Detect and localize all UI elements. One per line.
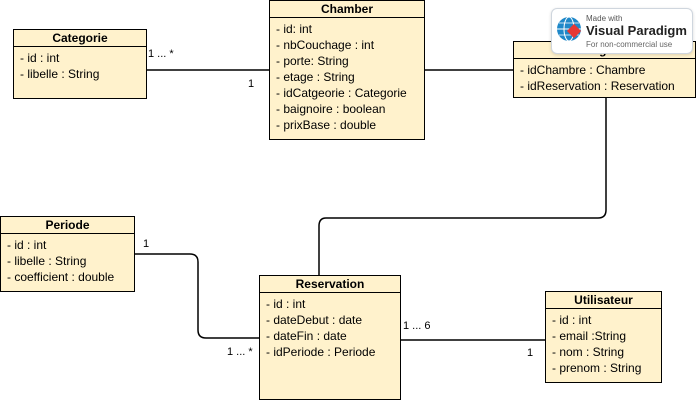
attribute: - prixBase : double — [276, 118, 377, 132]
attribute: - id: int — [276, 22, 313, 36]
attribute: - id : int — [20, 51, 60, 65]
class-reservation[interactable]: Reservation - id : int - dateDebut : dat… — [259, 275, 401, 400]
edge-periode-reservation — [134, 253, 260, 339]
globe-icon — [557, 16, 582, 42]
attribute: - id : int — [266, 297, 306, 311]
multiplicity-label: 1 ... 6 — [403, 320, 431, 332]
attribute: - idCatgeorie : Categorie — [276, 86, 407, 100]
attribute: - nbCouchage : int — [276, 38, 375, 52]
class-categorie[interactable]: Categorie - id : int - libelle : String — [13, 29, 147, 99]
attribute: - id : int — [7, 238, 47, 252]
edge-ligne-reservation — [318, 97, 607, 341]
attribute: - idPeriode : Periode — [266, 345, 376, 359]
attribute: - libelle : String — [20, 67, 100, 81]
class-title: Utilisateur — [546, 292, 661, 309]
attribute: - email :String — [552, 329, 627, 343]
attribute: - coefficient : double — [7, 270, 115, 284]
attribute: - etage : String — [276, 70, 355, 84]
attribute: - nom : String — [552, 345, 625, 359]
class-title: Reservation — [260, 276, 400, 293]
edge-categorie-chamber — [145, 62, 270, 71]
attribute: - id : int — [552, 313, 592, 327]
class-chamber[interactable]: Chamber - id: int - nbCouchage : int - p… — [269, 0, 425, 140]
multiplicity-label: 1 — [248, 78, 255, 90]
attribute: - dateDebut : date — [266, 313, 363, 327]
attribute: - dateFin : date — [266, 329, 347, 343]
multiplicity-label: 1 — [527, 347, 534, 359]
badge-brand: Visual Paradigm — [586, 23, 687, 38]
attribute: - baignoire : boolean — [276, 102, 386, 116]
attribute: - libelle : String — [7, 254, 87, 268]
attribute: - idChambre : Chambre — [520, 63, 646, 77]
multiplicity-label: 1 — [143, 238, 150, 250]
badge-made-with: Made with — [586, 14, 623, 23]
attribute: - prenom : String — [552, 361, 642, 375]
multiplicity-label: 1 ... * — [148, 48, 174, 60]
class-title: Chamber — [270, 1, 424, 18]
multiplicity-label: 1 ... * — [227, 346, 253, 358]
class-title: Categorie — [14, 30, 146, 47]
class-title: Periode — [1, 217, 134, 234]
attribute: - idReservation : Reservation — [520, 79, 675, 93]
badge-note: For non-commercial use — [586, 40, 673, 49]
class-periode[interactable]: Periode - id : int - libelle : String - … — [0, 216, 135, 292]
attribute: - porte: String — [276, 54, 349, 68]
class-utilisateur[interactable]: Utilisateur - id : int - email :String -… — [545, 291, 662, 383]
visual-paradigm-badge: Made with Visual Paradigm For non-commer… — [551, 8, 693, 54]
